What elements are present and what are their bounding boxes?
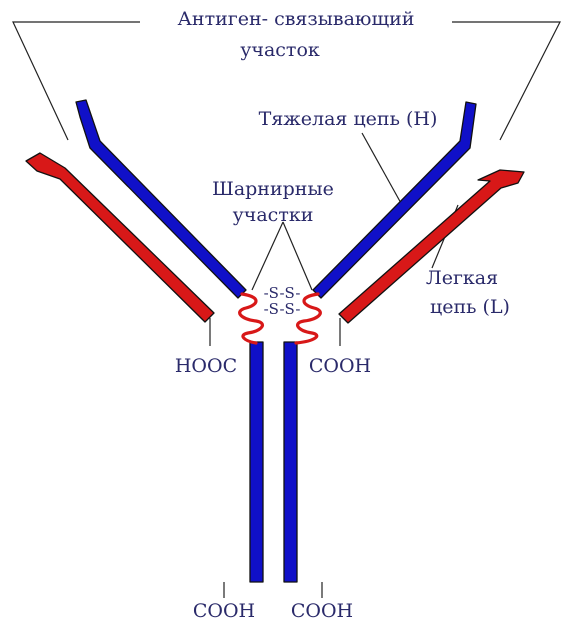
light-chain-label-line2: цепь (L) xyxy=(430,296,510,318)
disulfide-bond-bottom: -S-S- xyxy=(264,300,301,318)
hinge-leader-right xyxy=(283,222,312,290)
hooc-left-label: HOOC xyxy=(175,355,237,377)
heavy-chains xyxy=(76,100,476,582)
hinge-label-line2: участки xyxy=(233,204,314,226)
antigen-site-label-line1: Антиген- связывающий xyxy=(178,8,415,30)
heavy-chain-right-stem xyxy=(284,342,297,582)
heavy-chain-left-stem xyxy=(250,342,263,582)
cooh-bottom-right-label: COOH xyxy=(291,600,353,622)
antigen-leader-left xyxy=(13,22,140,140)
hinge-label-line1: Шарнирные xyxy=(212,178,334,200)
cooh-bottom-left-label: COOH xyxy=(193,600,255,622)
cooh-right-label: COOH xyxy=(309,355,371,377)
antigen-site-label-line2: участок xyxy=(240,39,320,61)
heavy-chain-label: Тяжелая цепь (H) xyxy=(259,108,438,130)
hinge-leader-left xyxy=(252,222,283,290)
light-chain-label-line1: Легкая xyxy=(426,267,498,289)
hinge-left xyxy=(240,294,263,343)
heavy-chain-leader xyxy=(362,133,402,205)
